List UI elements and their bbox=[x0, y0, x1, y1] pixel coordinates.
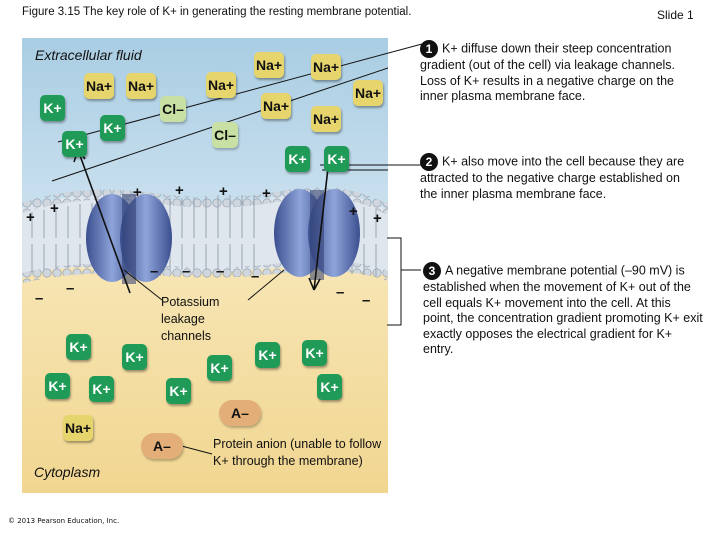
sodium-ion: Na+ bbox=[254, 52, 284, 78]
channel-label: Potassium leakage channels bbox=[161, 295, 220, 343]
negative-charge: – bbox=[362, 292, 371, 309]
copyright: © 2013 Pearson Education, Inc. bbox=[8, 517, 120, 525]
negative-charge: – bbox=[336, 284, 345, 301]
positive-charge: + bbox=[219, 183, 228, 200]
potassium-ion: K+ bbox=[66, 334, 91, 360]
negative-charge: – bbox=[66, 280, 75, 297]
negative-charge: – bbox=[150, 263, 159, 280]
positive-charge: + bbox=[262, 185, 271, 202]
sodium-ion: Na+ bbox=[206, 72, 236, 98]
potassium-ion: K+ bbox=[255, 342, 280, 368]
k-influx-arrow bbox=[308, 167, 329, 291]
chloride-ion: Cl– bbox=[212, 122, 238, 148]
positive-charge: + bbox=[349, 203, 358, 220]
step-text: A negative membrane potential (–90 mV) i… bbox=[423, 263, 703, 356]
potassium-ion: K+ bbox=[324, 146, 349, 172]
chloride-ion: Cl– bbox=[160, 96, 186, 122]
potassium-ion: K+ bbox=[285, 146, 310, 172]
positive-charge: + bbox=[133, 184, 142, 201]
step-bracket bbox=[387, 237, 421, 326]
sodium-ion: Na+ bbox=[84, 73, 114, 99]
potassium-ion: K+ bbox=[100, 115, 125, 141]
step-text: K+ also move into the cell because they … bbox=[420, 154, 685, 201]
protein-anion-label: Protein anion (unable to follow K+ throu… bbox=[213, 437, 382, 468]
slide-number: Slide 1 bbox=[657, 8, 694, 22]
sodium-ion: Na+ bbox=[311, 106, 341, 132]
cytoplasm-label: Cytoplasm bbox=[34, 464, 101, 480]
figure-title: Figure 3.15 The key role of K+ in genera… bbox=[22, 6, 412, 18]
potassium-ion: K+ bbox=[45, 373, 70, 399]
step-number-badge: 1 bbox=[420, 40, 438, 58]
negative-charge: – bbox=[216, 263, 225, 280]
negative-charge: – bbox=[35, 290, 44, 307]
potassium-ion: K+ bbox=[207, 355, 232, 381]
positive-charge: + bbox=[26, 209, 35, 226]
negative-charge: – bbox=[251, 268, 260, 285]
positive-charge: + bbox=[175, 182, 184, 199]
extracellular-label: Extracellular fluid bbox=[35, 47, 142, 63]
positive-charge: + bbox=[373, 210, 382, 227]
step-number-badge: 3 bbox=[423, 262, 441, 280]
positive-charge: + bbox=[50, 200, 59, 217]
potassium-ion: K+ bbox=[302, 340, 327, 366]
negative-charge: – bbox=[182, 263, 191, 280]
step-text: K+ diffuse down their steep concentratio… bbox=[420, 41, 676, 103]
potassium-channel-right bbox=[274, 189, 360, 280]
potassium-ion: K+ bbox=[166, 378, 191, 404]
sodium-ion: Na+ bbox=[311, 54, 341, 80]
potassium-channel-left bbox=[86, 194, 172, 284]
sodium-ion: Na+ bbox=[353, 80, 383, 106]
protein-anion: A– bbox=[219, 400, 261, 426]
protein-anion: A– bbox=[141, 433, 183, 459]
potassium-ion: K+ bbox=[40, 95, 65, 121]
cytoplasm-region bbox=[22, 238, 388, 493]
potassium-ion: K+ bbox=[62, 131, 87, 157]
potassium-ion: K+ bbox=[89, 376, 114, 402]
potassium-ion: K+ bbox=[122, 344, 147, 370]
sodium-ion: Na+ bbox=[126, 73, 156, 99]
step-number-badge: 2 bbox=[420, 153, 438, 171]
sodium-ion: Na+ bbox=[261, 93, 291, 119]
sodium-ion: Na+ bbox=[63, 415, 93, 441]
potassium-ion: K+ bbox=[317, 374, 342, 400]
